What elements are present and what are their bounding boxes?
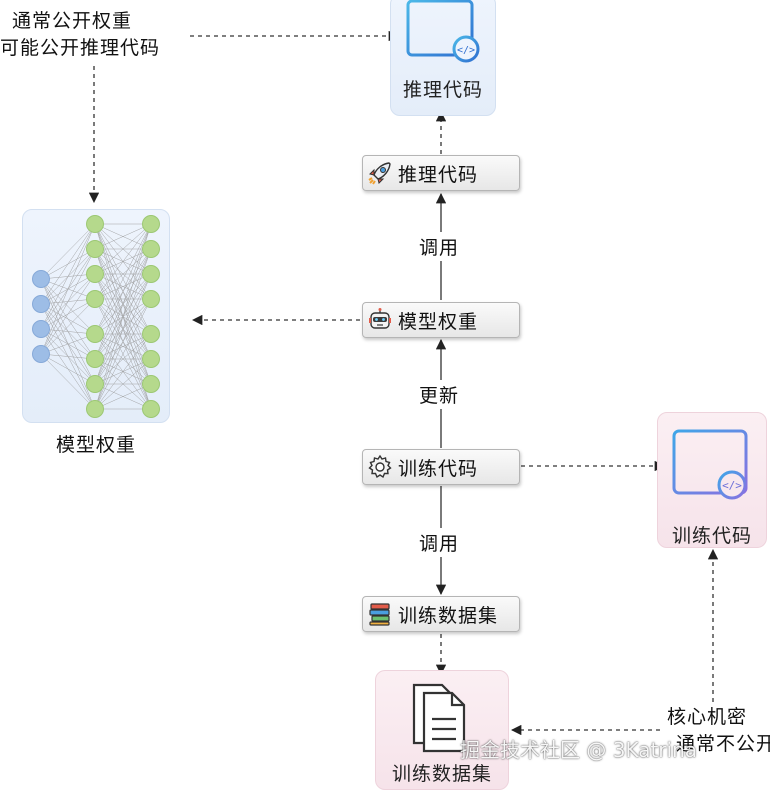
nn-link [40, 353, 96, 385]
hidden-neuron [142, 240, 160, 258]
nn-link [94, 383, 152, 410]
nn-link [94, 248, 152, 300]
model-weights-node-label: 模型权重 [398, 310, 479, 333]
nn-link [94, 333, 152, 410]
note-secret-line1: 核心机密 [667, 706, 748, 728]
model-weights-card [22, 209, 170, 423]
hidden-neuron [142, 215, 160, 233]
nn-link [40, 223, 96, 305]
training-code-node[interactable]: 训练代码 [362, 449, 520, 485]
rocket-icon [368, 162, 391, 185]
training-code-card: </> 训练代码 [657, 412, 767, 548]
nn-link [40, 353, 96, 360]
hidden-neuron [86, 350, 104, 368]
gear-icon [368, 454, 392, 479]
hidden-neuron [86, 215, 104, 233]
input-neuron [32, 295, 50, 313]
books-icon [369, 603, 390, 626]
training-code-card-label: 训练代码 [671, 525, 752, 547]
model-weights-card-label: 模型权重 [55, 434, 136, 456]
nn-link [94, 223, 152, 250]
nn-link [94, 223, 152, 410]
robot-icon [369, 308, 391, 329]
nn-link [94, 223, 152, 300]
hidden-neuron [142, 325, 160, 343]
nn-link [94, 223, 152, 360]
nn-link [40, 223, 96, 330]
training-data-card-label: 训练数据集 [391, 763, 492, 785]
nn-link [40, 273, 96, 355]
document-stack-icon [412, 683, 466, 753]
note-secret-line2: 通常不公开 [676, 733, 770, 755]
edge-label-call-1: 调用 [419, 232, 460, 261]
nn-link [94, 223, 152, 385]
hidden-neuron [142, 350, 160, 368]
nn-link [40, 303, 96, 335]
note-weights-line1: 通常公开权重 [12, 10, 133, 32]
note-weights-line2: 可能公开推理代码 [0, 37, 161, 59]
nn-link [40, 298, 96, 355]
code-window-icon: </> [406, 0, 480, 63]
inference-code-card-label: 推理代码 [402, 79, 483, 101]
nn-link [94, 223, 152, 275]
nn-link [40, 333, 96, 355]
nn-link [94, 273, 152, 410]
hidden-neuron [142, 400, 160, 418]
training-data-card: 训练数据集 [375, 670, 509, 790]
hidden-neuron [86, 240, 104, 258]
hidden-neuron [86, 400, 104, 418]
nn-link [40, 278, 96, 335]
hidden-neuron [86, 265, 104, 283]
edge-label-update: 更新 [419, 380, 460, 409]
training-data-node[interactable]: 训练数据集 [362, 596, 520, 632]
hidden-neuron [86, 290, 104, 308]
nn-link [94, 333, 152, 385]
model-weights-node[interactable]: 模型权重 [362, 302, 520, 338]
input-neuron [32, 270, 50, 288]
inference-code-card: </> 推理代码 [390, 0, 496, 116]
hidden-neuron [142, 265, 160, 283]
hidden-neuron [142, 375, 160, 393]
nn-link [40, 223, 96, 280]
inference-code-node[interactable]: 推理代码 [362, 155, 520, 191]
hidden-neuron [86, 325, 104, 343]
nn-link [94, 358, 152, 410]
nn-link [94, 248, 152, 410]
nn-link [40, 223, 96, 355]
input-neuron [32, 345, 50, 363]
code-window-icon: </> [672, 429, 748, 500]
input-neuron [32, 320, 50, 338]
hidden-neuron [142, 290, 160, 308]
edge-label-call-2: 调用 [419, 528, 460, 557]
watermark-text: 掘金技术社区 @ 3Katrina [460, 738, 698, 762]
training-data-node-label: 训练数据集 [398, 604, 499, 627]
hidden-neuron [86, 375, 104, 393]
svg-text:</>: </> [457, 45, 475, 56]
nn-link [94, 333, 152, 360]
neural-network-diagram [32, 215, 160, 418]
nn-link [40, 353, 96, 410]
svg-text:</>: </> [722, 479, 742, 492]
training-code-node-label: 训练代码 [398, 457, 479, 480]
nn-link [40, 328, 96, 335]
inference-code-node-label: 推理代码 [398, 163, 479, 186]
nn-link [40, 248, 96, 355]
nn-link [94, 223, 152, 335]
nn-link [94, 273, 152, 300]
nn-link [94, 298, 152, 410]
